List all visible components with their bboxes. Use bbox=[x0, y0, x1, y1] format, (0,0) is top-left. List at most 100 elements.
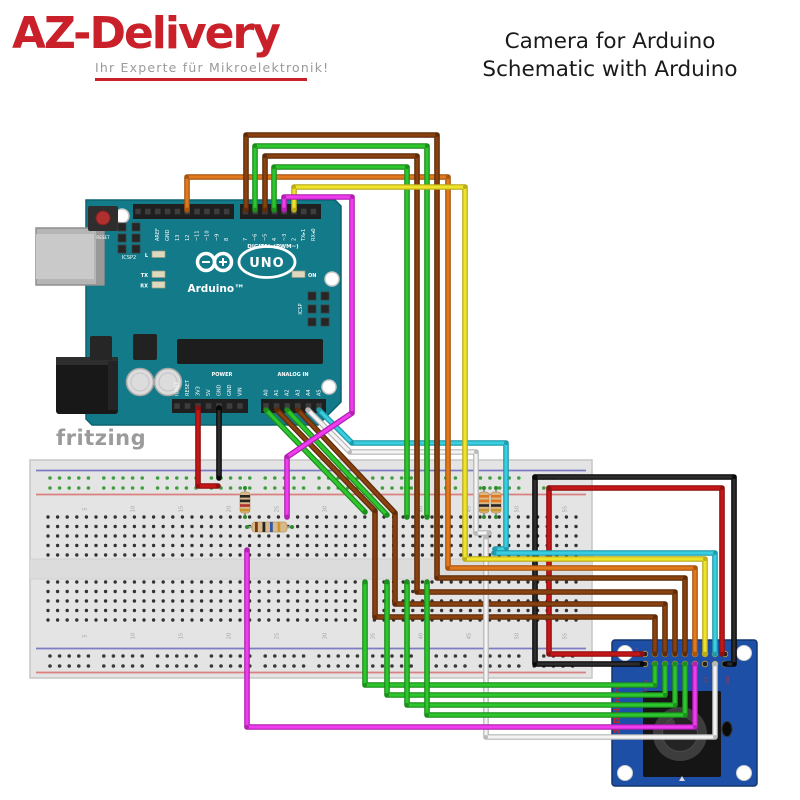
svg-text:ICSP2: ICSP2 bbox=[122, 255, 136, 261]
svg-text:A2: A2 bbox=[285, 389, 291, 396]
pin-header bbox=[240, 204, 321, 219]
svg-text:3V3: 3V3 bbox=[196, 386, 202, 396]
wire-green-cam-1 bbox=[362, 579, 658, 688]
mounting-hole bbox=[736, 645, 752, 661]
svg-text:5: 5 bbox=[82, 634, 88, 637]
logo-tagline: Ihr Experte für Mikroelektronik! bbox=[95, 60, 330, 75]
wire-white-to-camera bbox=[483, 534, 718, 740]
az-delivery-logo: AZ-Delivery Ihr Experte für Mikroelektro… bbox=[12, 6, 352, 81]
svg-text:~6: ~6 bbox=[253, 234, 259, 241]
pin-header bbox=[133, 204, 234, 219]
svg-text:15: 15 bbox=[178, 633, 184, 639]
resistor-2 bbox=[245, 521, 294, 533]
wire-rail-red-right bbox=[546, 485, 725, 657]
svg-text:20: 20 bbox=[226, 633, 232, 639]
svg-text:~10: ~10 bbox=[204, 230, 210, 241]
svg-text:4,5: 4,5 bbox=[703, 676, 708, 683]
svg-text:10: 10 bbox=[130, 633, 136, 639]
svg-text:50: 50 bbox=[514, 506, 520, 512]
power-jack bbox=[56, 357, 118, 414]
arduino-pcb bbox=[85, 199, 342, 426]
svg-text:AREF: AREF bbox=[155, 228, 161, 241]
svg-text:TX: TX bbox=[141, 273, 148, 279]
led bbox=[151, 250, 166, 258]
wire-rail-black-right bbox=[532, 474, 737, 667]
svg-text:RESET: RESET bbox=[96, 235, 110, 240]
svg-text:A3: A3 bbox=[295, 389, 301, 396]
svg-text:2: 2 bbox=[292, 238, 298, 241]
svg-text:12: 12 bbox=[185, 235, 191, 241]
svg-text:A1: A1 bbox=[274, 389, 280, 396]
svg-text:~11: ~11 bbox=[195, 230, 201, 241]
capacitor bbox=[125, 367, 155, 397]
svg-text:L: L bbox=[145, 253, 149, 259]
svg-text:~5: ~5 bbox=[262, 234, 268, 241]
svg-text:GND: GND bbox=[217, 384, 223, 396]
wire-green-cam-4 bbox=[424, 579, 688, 718]
wire-a2-green bbox=[284, 407, 390, 518]
svg-text:VIN: VIN bbox=[238, 387, 244, 396]
svg-text:RESET: RESET bbox=[185, 379, 191, 396]
svg-text:30: 30 bbox=[322, 506, 328, 512]
wire-d5-brown bbox=[262, 153, 678, 657]
wire-a3-brown bbox=[295, 407, 668, 657]
svg-text:GND: GND bbox=[165, 229, 171, 241]
wire-a4-white bbox=[305, 407, 492, 536]
wire-green-cam-3 bbox=[404, 579, 678, 708]
svg-text:TX▸1: TX▸1 bbox=[301, 229, 307, 242]
svg-text:ANALOG IN: ANALOG IN bbox=[277, 372, 308, 378]
svg-text:RX: RX bbox=[140, 284, 148, 290]
svg-text:ICSP: ICSP bbox=[298, 303, 304, 314]
svg-text:POWER: POWER bbox=[212, 372, 233, 378]
wire-a1-brown bbox=[274, 407, 658, 657]
resistor-3 bbox=[478, 486, 490, 519]
wire-a5-cyan bbox=[316, 407, 509, 552]
svg-text:7: 7 bbox=[243, 238, 249, 241]
svg-text:25: 25 bbox=[274, 506, 280, 512]
svg-text:AZ-Delivery: AZ-Delivery bbox=[613, 684, 623, 740]
svg-text:55: 55 bbox=[562, 506, 568, 512]
wire-d2-yellow bbox=[291, 184, 708, 657]
svg-text:40: 40 bbox=[418, 633, 424, 639]
svg-text:~9: ~9 bbox=[214, 234, 220, 241]
svg-text:13: 13 bbox=[175, 235, 181, 241]
svg-text:ON: ON bbox=[308, 273, 316, 279]
svg-text:4: 4 bbox=[272, 238, 278, 241]
svg-text:A4: A4 bbox=[306, 389, 312, 396]
svg-text:A5: A5 bbox=[317, 389, 323, 396]
atmega-chip bbox=[177, 339, 323, 364]
svg-text:GND: GND bbox=[227, 384, 233, 396]
svg-text:40: 40 bbox=[418, 506, 424, 512]
svg-text:IOREF: IOREF bbox=[175, 381, 181, 396]
logo-underline bbox=[95, 78, 307, 81]
resistors bbox=[239, 486, 502, 533]
svg-text:45: 45 bbox=[466, 633, 472, 639]
fritzing-watermark: fritzing bbox=[56, 426, 147, 450]
wire-d6-green bbox=[252, 143, 430, 520]
led bbox=[291, 270, 306, 278]
svg-text:45: 45 bbox=[466, 506, 472, 512]
resistor-1 bbox=[239, 486, 251, 519]
wire-magenta-to-camera bbox=[244, 547, 698, 730]
board-slot bbox=[721, 721, 733, 737]
wire-d7-brown bbox=[243, 132, 688, 657]
svg-text:Arduino™: Arduino™ bbox=[187, 283, 244, 295]
wire-d12-orange bbox=[184, 174, 698, 657]
svg-text:~3: ~3 bbox=[282, 234, 288, 241]
wire-power-gnd bbox=[216, 405, 222, 481]
svg-text:GND: GND bbox=[725, 676, 730, 685]
svg-text:30: 30 bbox=[322, 633, 328, 639]
svg-text:5V: 5V bbox=[206, 389, 212, 396]
title-line-2: Schematic with Arduino bbox=[482, 57, 738, 82]
svg-text:20: 20 bbox=[226, 506, 232, 512]
mounting-hole bbox=[617, 765, 633, 781]
logo-text: AZ-Delivery bbox=[12, 8, 281, 59]
wire-a0-green bbox=[263, 407, 368, 515]
svg-text:DIGITAL (PWM~): DIGITAL (PWM~) bbox=[247, 244, 299, 250]
wire-green-cam-2 bbox=[384, 579, 668, 698]
mounting-hole bbox=[321, 379, 337, 395]
wires bbox=[184, 132, 737, 740]
